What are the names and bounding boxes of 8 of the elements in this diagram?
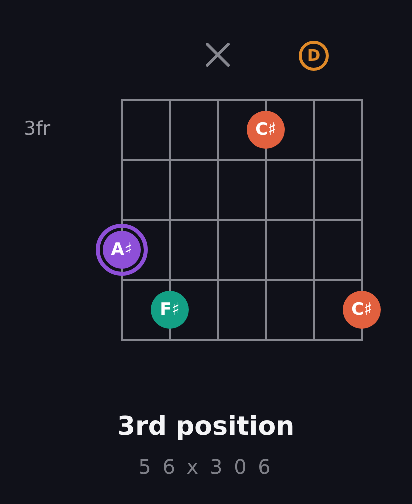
root-finger-marker: A♯ bbox=[96, 224, 148, 276]
chord-title: 3rd position bbox=[117, 412, 295, 442]
fingering-caption: 5 6 x 3 0 6 bbox=[138, 455, 274, 479]
fret-number-label: 3fr bbox=[24, 118, 51, 141]
finger-marker: F♯ bbox=[151, 291, 189, 329]
finger-marker: C♯ bbox=[343, 291, 381, 329]
open-string-marker: D bbox=[299, 41, 329, 71]
finger-marker: C♯ bbox=[247, 111, 285, 149]
